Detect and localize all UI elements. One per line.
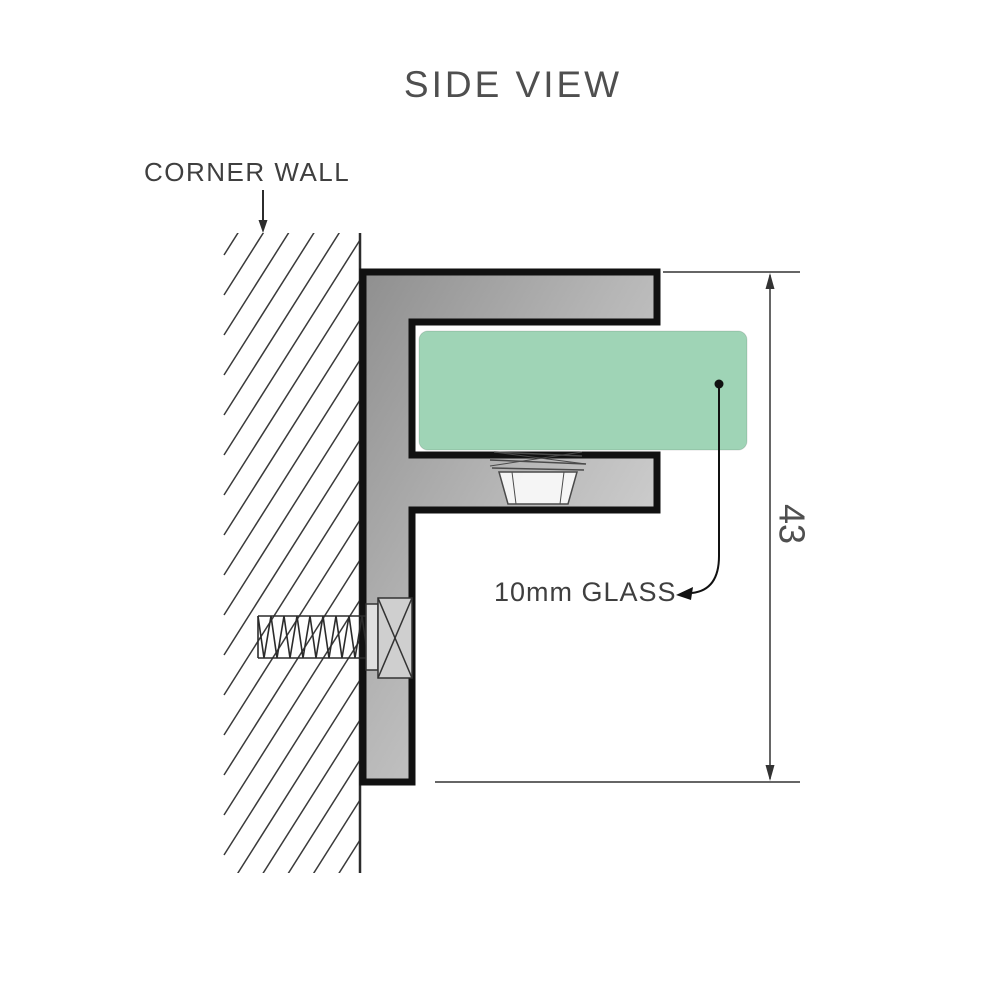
corner-wall-label: CORNER WALL bbox=[144, 157, 350, 187]
dimension-label: 43 bbox=[771, 504, 812, 544]
screw-thread bbox=[257, 615, 375, 659]
dimension-arrow-top bbox=[765, 273, 775, 289]
glass-label: 10mm GLASS bbox=[494, 577, 677, 607]
glass-leader-line bbox=[691, 384, 720, 594]
bracket-profile bbox=[359, 268, 661, 786]
wall-hatching bbox=[223, 233, 360, 873]
screw-head bbox=[365, 597, 413, 679]
glass-panel bbox=[418, 330, 748, 451]
gasket-detail bbox=[489, 451, 587, 505]
corner-wall-arrow bbox=[258, 190, 268, 233]
glass-leader-arrowhead bbox=[676, 587, 693, 600]
dimension-arrow-bottom bbox=[765, 765, 775, 781]
diagram-title: SIDE VIEW bbox=[404, 64, 622, 105]
